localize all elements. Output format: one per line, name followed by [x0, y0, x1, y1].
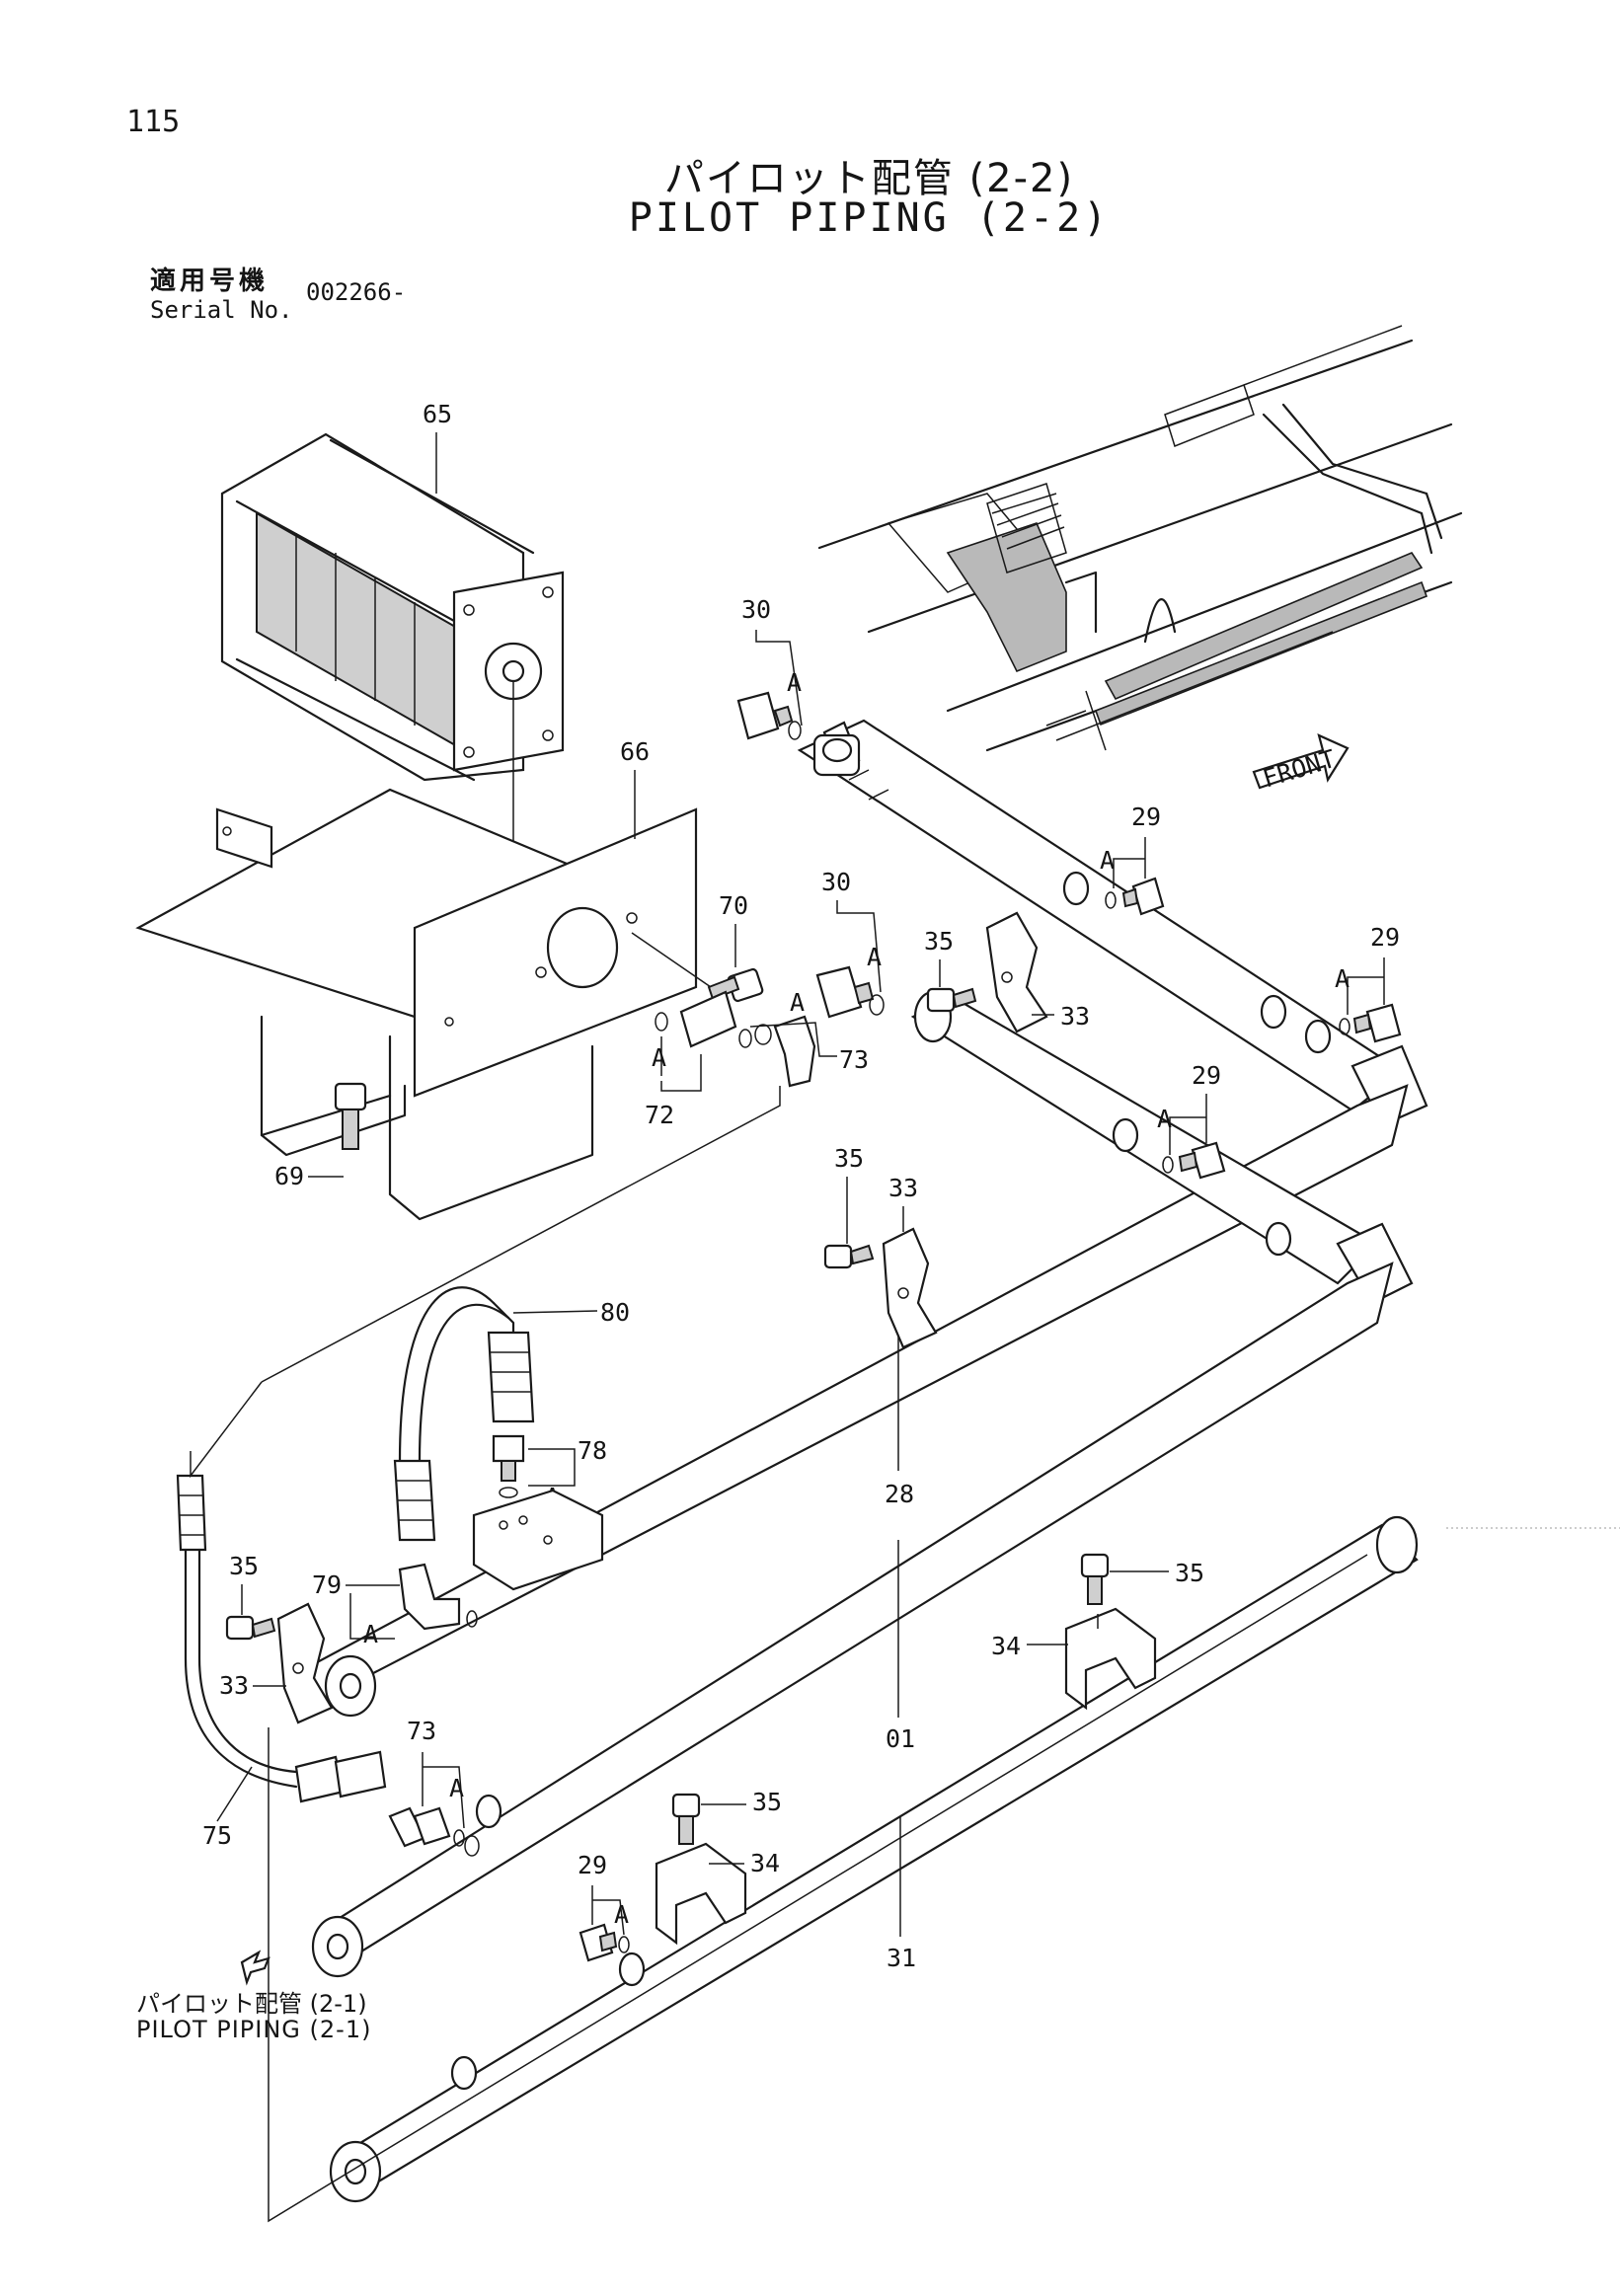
clamp-34-b: [655, 1842, 747, 1946]
page-number: 115: [126, 105, 181, 139]
callout-30-middle: 30: [821, 868, 851, 896]
callout-a-30-upper: A: [787, 668, 802, 697]
callout-70: 70: [719, 891, 748, 920]
callout-34-a: 34: [991, 1632, 1021, 1660]
callout-73-lower: 73: [407, 1717, 436, 1745]
front-label: FRONT: [1260, 744, 1339, 794]
callout-65: 65: [423, 400, 452, 428]
machine-location-inset: FRONT: [817, 325, 1463, 794]
callout-a-29-c: A: [1157, 1105, 1172, 1133]
plug-29-c: [1162, 1141, 1226, 1180]
callout-a-29-a: A: [1100, 846, 1115, 875]
callout-a-79: A: [363, 1620, 378, 1648]
callout-75: 75: [202, 1821, 232, 1850]
hose-75: [176, 1381, 387, 1803]
callout-33-a: 33: [1060, 1002, 1090, 1031]
bracket-66: [135, 788, 698, 1221]
callout-a-73: A: [790, 988, 805, 1017]
hose-80: [393, 1286, 598, 1542]
pipe-31: [329, 1515, 1419, 2203]
callout-a-30-middle: A: [867, 943, 882, 971]
callout-a-73-lower: A: [449, 1774, 464, 1802]
callout-34-b: 34: [750, 1849, 780, 1877]
callout-73-upper: 73: [839, 1045, 869, 1074]
callout-66: 66: [620, 737, 650, 766]
callout-35-e: 35: [752, 1788, 782, 1816]
callout-29-a: 29: [1131, 803, 1161, 831]
title-japanese: パイロット配管 (2-2): [663, 156, 1075, 201]
callout-78: 78: [578, 1436, 607, 1465]
callout-30-upper: 30: [741, 595, 771, 624]
callout-35-b: 35: [834, 1144, 864, 1173]
plug-29-a: [1105, 877, 1165, 916]
pipe-01: [311, 990, 1414, 1978]
front-arrow-icon: [1252, 733, 1350, 790]
clamp-33-c: [276, 1602, 334, 1724]
callout-35-d: 35: [1175, 1559, 1204, 1587]
bolt-35-d: [1080, 1553, 1110, 1605]
callout-33-b: 33: [888, 1174, 918, 1202]
callout-29-b: 29: [1370, 923, 1400, 952]
clamp-33-b: [882, 1227, 938, 1349]
valve-block: [472, 1489, 604, 1591]
callout-80: 80: [600, 1298, 630, 1327]
callout-35-a: 35: [924, 927, 954, 956]
fitting-72: [655, 990, 737, 1048]
callout-a-29-b: A: [1335, 964, 1350, 993]
callout-72: 72: [645, 1101, 674, 1129]
callout-28: 28: [885, 1480, 914, 1508]
adapter-78: [492, 1434, 576, 1498]
clamp-33-a: [985, 911, 1048, 1033]
callout-31: 31: [887, 1944, 916, 1972]
reference-arrow-icon: [240, 1950, 270, 1986]
plug-29-d: [579, 1923, 630, 1962]
elbow-73-lower: [388, 1806, 480, 1857]
plug-29-b: [1339, 1003, 1402, 1043]
callout-69: 69: [274, 1162, 304, 1190]
elbow-73: [738, 1015, 816, 1088]
callout-33-c: 33: [219, 1671, 249, 1700]
callout-79: 79: [312, 1570, 342, 1599]
callout-29-c: 29: [1192, 1061, 1221, 1090]
serial-label-japanese: 適用号機: [150, 267, 270, 296]
bolt-35-b: [823, 1244, 875, 1269]
callout-01: 01: [886, 1724, 915, 1753]
bolt-35-a: [926, 987, 977, 1013]
reference-label-japanese: パイロット配管 (2-1): [136, 1990, 367, 2018]
bolt-69: [334, 1082, 367, 1150]
elbow-79: [398, 1563, 478, 1631]
pipe-nipples: [450, 871, 1332, 2091]
callout-a-29-d: A: [614, 1900, 629, 1929]
callout-a-72: A: [652, 1043, 666, 1072]
cap-30-middle: [815, 965, 885, 1019]
reference-label-english: PILOT PIPING (2-1): [136, 2016, 372, 2043]
serial-label-english: Serial No.: [150, 296, 293, 324]
cap-30-upper: [736, 691, 802, 740]
callout-29-d: 29: [578, 1851, 607, 1879]
title-english: PILOT PIPING (2-2): [628, 195, 1111, 241]
bolt-70: [631, 932, 764, 1003]
bolt-35-e: [671, 1793, 701, 1845]
callout-35-c: 35: [229, 1552, 259, 1580]
bolt-35-c: [225, 1615, 276, 1641]
serial-number-value: 002266-: [306, 278, 407, 306]
accumulator-65: [220, 432, 565, 782]
clamp-34-a: [1064, 1607, 1157, 1711]
